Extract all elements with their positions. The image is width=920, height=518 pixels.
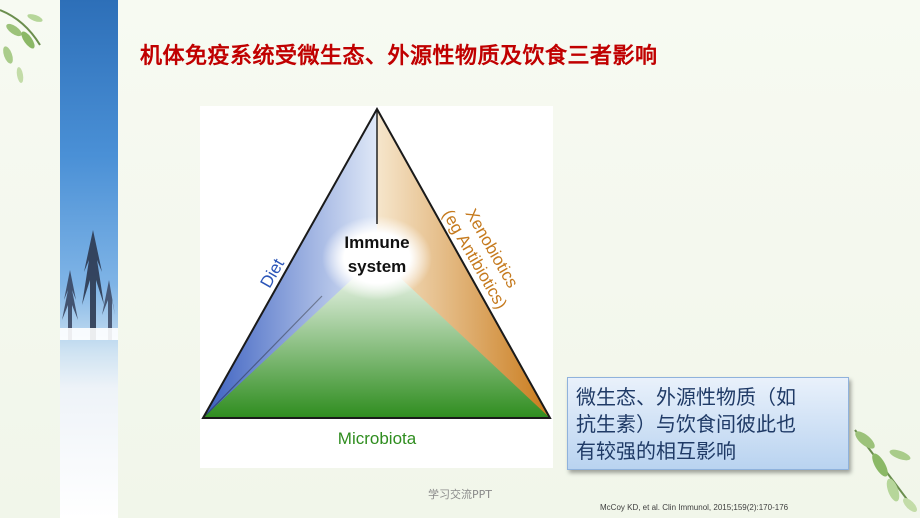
leaf-decoration-top-left bbox=[0, 9, 43, 83]
microbiota-region bbox=[203, 256, 550, 418]
callout-box: 微生态、外源性物质（如 抗生素）与饮食间彼此也 有较强的相互影响 bbox=[567, 377, 849, 470]
callout-line-3: 有较强的相互影响 bbox=[576, 439, 736, 463]
callout-line-2: 抗生素）与饮食间彼此也 bbox=[576, 412, 796, 436]
footer-text: 学习交流PPT bbox=[428, 488, 492, 501]
triangle-outline bbox=[201, 106, 552, 419]
immune-label-line1: Immune bbox=[344, 233, 409, 252]
immune-triangle-diagram: Immune system Diet Xenobiotics (eg Antib… bbox=[201, 106, 552, 448]
diagram-panel: Immune system Diet Xenobiotics (eg Antib… bbox=[200, 106, 553, 468]
microbiota-label: Microbiota bbox=[338, 429, 417, 448]
leaf-decoration-bottom-right bbox=[854, 429, 917, 512]
immune-label-line2: system bbox=[348, 257, 407, 276]
callout-line-1: 微生态、外源性物质（如 bbox=[576, 385, 796, 409]
snowy-trees-decoration bbox=[60, 230, 118, 340]
slide-title: 机体免疫系统受微生态、外源性物质及饮食三者影响 bbox=[140, 44, 658, 69]
immune-system-glow bbox=[322, 216, 432, 300]
divider-left bbox=[202, 295, 323, 419]
citation-text: McCoy KD, et al. Clin Immunol, 2015;159(… bbox=[600, 503, 789, 512]
